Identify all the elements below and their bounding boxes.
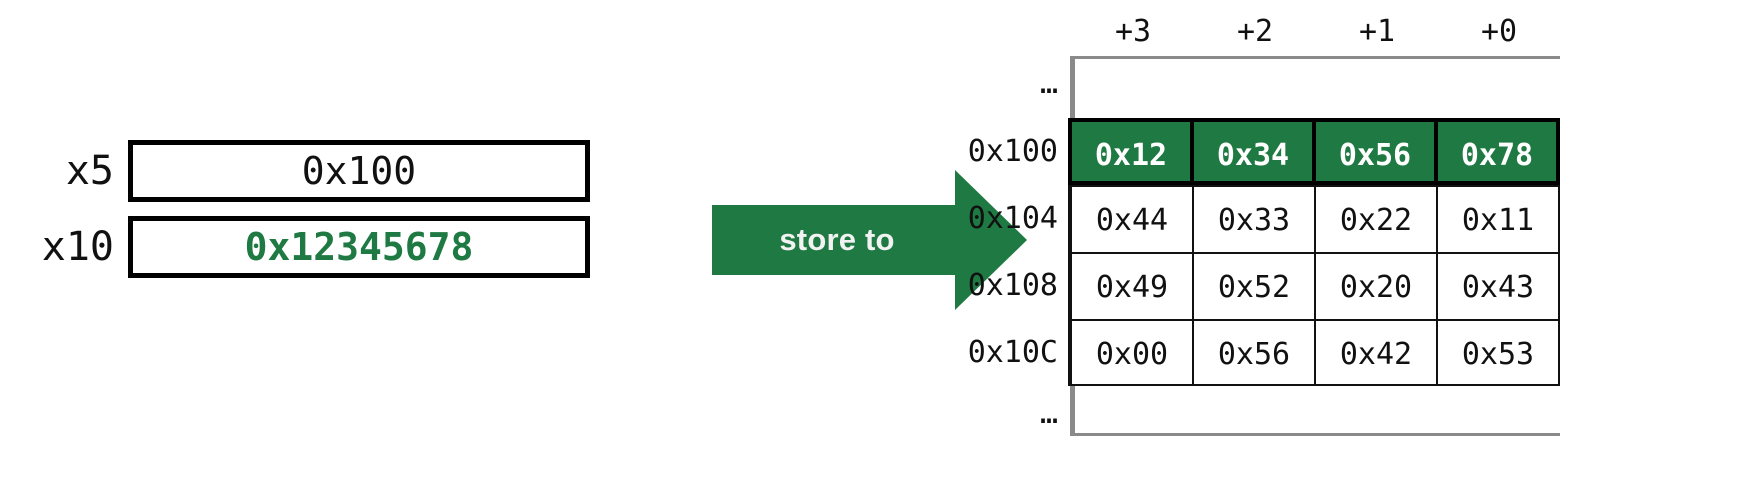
memory-cell: 0x22 [1316,185,1438,252]
memory-ellipsis-top-label: … [1039,66,1058,101]
table-row: 0x100 0x12 0x34 0x56 0x78 [950,118,1560,185]
column-header-plus1: +1 [1358,14,1396,49]
table-row: 0x104 0x44 0x33 0x22 0x11 [950,185,1560,252]
column-header-plus3: +3 [1114,14,1152,49]
memory-address-0x104: 0x104 [967,201,1058,236]
register-value-x10: 0x12345678 [244,225,474,269]
register-file: x5 0x100 x10 0x12345678 [0,134,600,294]
column-header-plus2: +2 [1236,14,1274,49]
memory-cells-0x104: 0x44 0x33 0x22 0x11 [1068,185,1560,252]
memory-cell: 0x56 [1194,319,1316,386]
memory-row-ellipsis-bottom: … [950,386,1560,448]
memory-cell: 0x12 [1068,118,1194,185]
memory-cell: 0x33 [1194,185,1316,252]
memory-cell: 0x11 [1438,185,1560,252]
memory-spacer-cells [1068,56,1560,118]
register-box-x5: 0x100 [128,140,590,202]
memory-cell: 0x34 [1194,118,1316,185]
column-header-plus0: +0 [1480,14,1518,49]
memory-address-0x108: 0x108 [967,268,1058,303]
memory-table: +3 +2 +1 +0 … 0x100 0x12 0x34 0x56 0x78 … [950,8,1560,492]
memory-cell: 0x20 [1316,252,1438,319]
register-box-x10: 0x12345678 [128,216,590,278]
memory-top-rule [1070,56,1560,59]
register-name-x10: x10 [41,224,114,270]
table-row: 0x10C 0x00 0x56 0x42 0x53 [950,319,1560,386]
memory-cell: 0x42 [1316,319,1438,386]
arrow-shape-icon [712,170,1027,310]
memory-cell: 0x44 [1068,185,1194,252]
memory-cells-0x100: 0x12 0x34 0x56 0x78 [1068,118,1560,185]
memory-cell: 0x52 [1194,252,1316,319]
memory-cell: 0x53 [1438,319,1560,386]
register-row-x10: x10 0x12345678 [0,216,600,278]
memory-bottom-rule [1070,433,1560,436]
memory-address-0x100: 0x100 [967,134,1058,169]
memory-row-ellipsis-top: … [950,56,1560,118]
memory-cell: 0x43 [1438,252,1560,319]
table-row: 0x108 0x49 0x52 0x20 0x43 [950,252,1560,319]
memory-address-0x10C: 0x10C [967,335,1058,370]
memory-cell: 0x49 [1068,252,1194,319]
memory-cells-0x10C: 0x00 0x56 0x42 0x53 [1068,319,1560,386]
register-value-x5: 0x100 [301,149,417,193]
memory-ellipsis-bottom-label: … [1039,396,1058,431]
register-row-x5: x5 0x100 [0,140,600,202]
memory-spacer-cells [1068,386,1560,448]
memory-cell: 0x78 [1438,118,1560,185]
register-name-x5: x5 [65,148,114,194]
memory-cells-0x108: 0x49 0x52 0x20 0x43 [1068,252,1560,319]
memory-cell: 0x56 [1316,118,1438,185]
memory-column-headers: +3 +2 +1 +0 [1072,8,1560,56]
memory-cell: 0x00 [1068,319,1194,386]
